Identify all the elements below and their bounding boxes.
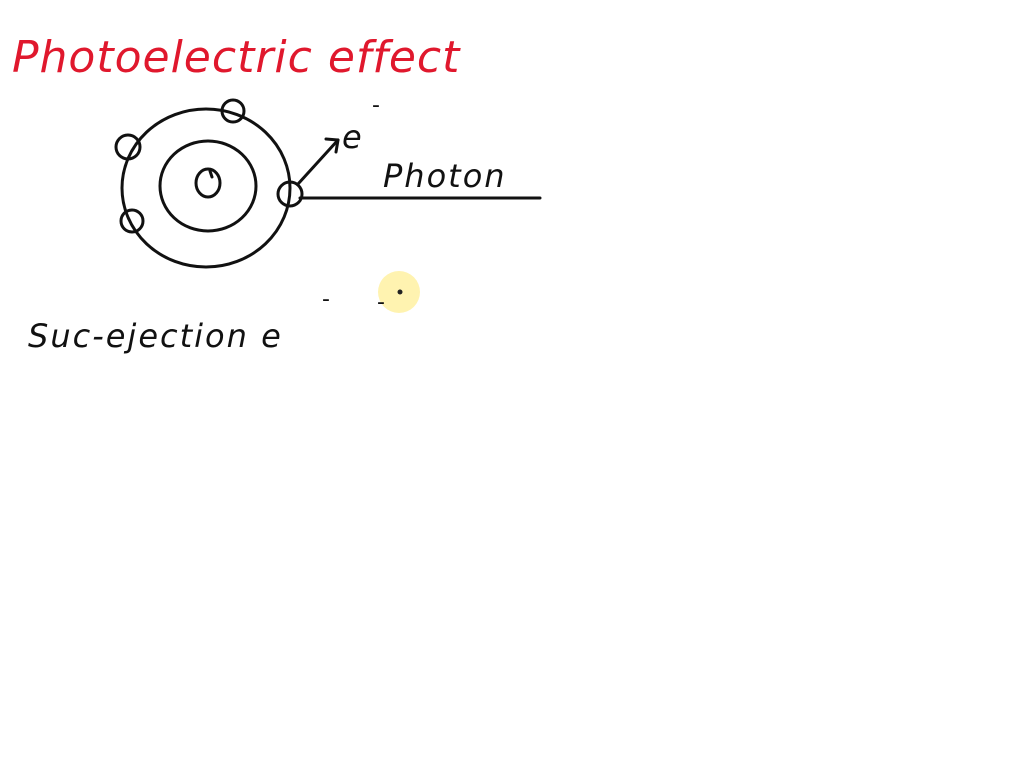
nucleus-mark: [208, 169, 214, 179]
ejection-caption-charge: -: [322, 287, 330, 312]
electron: [114, 133, 142, 161]
page-title: Photoelectric effect: [12, 32, 461, 83]
ejection-arrow: [296, 138, 340, 186]
inner-electron-shell: [158, 139, 258, 233]
electron: [119, 208, 145, 234]
nucleus: [194, 167, 222, 199]
face-mark: -: [377, 290, 385, 315]
electron: [220, 98, 246, 124]
ejected-electron-label: e: [342, 118, 364, 156]
outer-electron-shell: [120, 107, 292, 269]
electron-being-ejected: [276, 180, 304, 208]
ejection-arrowhead: [324, 137, 340, 154]
cursor-dot: [397, 289, 403, 295]
ejection-caption: Suc-ejection e: [28, 317, 283, 355]
photon-label: Photon: [383, 157, 507, 195]
ejected-electron-charge: -: [372, 93, 380, 118]
